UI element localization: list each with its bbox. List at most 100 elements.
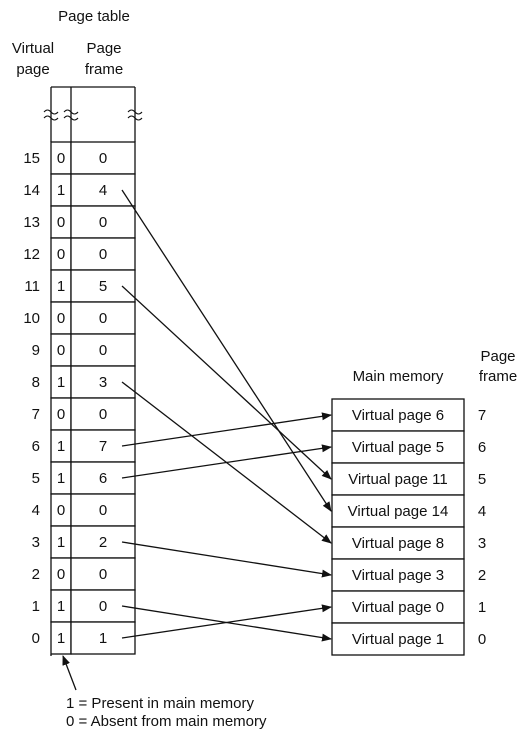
page-frame-header-line2: frame — [85, 61, 123, 78]
mapping-arrow — [121, 285, 332, 480]
present-bit-value: 1 — [57, 598, 65, 615]
page-table-title: Page table — [58, 8, 130, 25]
virtual-page-number: 11 — [24, 278, 40, 295]
mapping-arrow — [121, 604, 332, 639]
mapping-arrow — [121, 412, 332, 447]
page-frame-cell — [70, 365, 136, 399]
virtual-page-number: 5 — [32, 470, 40, 487]
page-frame-value: 6 — [99, 470, 107, 487]
present-bit-value: 1 — [57, 374, 65, 391]
present-bit-value: 0 — [57, 310, 65, 327]
virtual-page-number: 0 — [32, 630, 40, 647]
present-bit-value: 1 — [57, 278, 65, 295]
legend-absent: 0 = Absent from main memory — [66, 713, 267, 730]
page-frame-value: 3 — [99, 374, 107, 391]
virtual-page-number: 10 — [23, 310, 40, 327]
mapping-arrow — [121, 189, 332, 512]
memory-frame-label: Virtual page 5 — [352, 439, 444, 456]
virtual-page-number: 3 — [32, 534, 40, 551]
page-frame-value: 5 — [99, 278, 107, 295]
memory-frame-number: 7 — [478, 407, 486, 424]
legend-present: 1 = Present in main memory — [66, 695, 254, 712]
memory-frame-label: Virtual page 8 — [352, 535, 444, 552]
memory-frame-number: 4 — [478, 503, 486, 520]
mapping-arrow — [121, 444, 332, 479]
break-mark-icon — [127, 109, 143, 121]
page-frame-cell — [70, 333, 136, 367]
memory-frame-box — [331, 526, 465, 560]
present-bit-value: 0 — [57, 502, 65, 519]
present-bit-value: 0 — [57, 342, 65, 359]
main-memory-title: Main memory — [353, 368, 444, 385]
memory-frame-box — [331, 558, 465, 592]
page-frame-header-line1: Page — [86, 40, 121, 57]
memory-frame-label: Virtual page 11 — [348, 471, 448, 488]
memory-frame: Virtual page 5 6 — [331, 430, 486, 464]
page-frame-cell — [70, 237, 136, 271]
memory-frame-number: 2 — [478, 567, 486, 584]
virtual-page-number: 1 — [32, 598, 40, 615]
page-frame-value: 0 — [99, 214, 107, 231]
virtual-page-number: 12 — [23, 246, 40, 263]
virtual-page-number: 6 — [32, 438, 40, 455]
present-bit-value: 1 — [57, 470, 65, 487]
mm-page-frame-header-line1: Page — [480, 348, 515, 365]
memory-frame-number: 1 — [478, 599, 486, 616]
memory-frame: Virtual page 6 7 — [331, 398, 486, 432]
page-frame-value: 1 — [99, 630, 107, 647]
memory-frame-box — [331, 622, 465, 656]
memory-frame-number: 6 — [478, 439, 486, 456]
page-frame-value: 7 — [99, 438, 107, 455]
present-bit-value: 1 — [57, 534, 65, 551]
memory-frame-label: Virtual page 3 — [352, 567, 444, 584]
virtual-page-header-line2: page — [16, 61, 49, 78]
memory-frame: Virtual page 11 5 — [331, 462, 486, 496]
memory-frame-number: 0 — [478, 631, 486, 648]
page-table-break-region — [43, 86, 143, 142]
mapping-arrows — [121, 189, 332, 642]
page-frame-cell — [70, 397, 136, 431]
break-mark-icon — [63, 109, 79, 121]
break-mark-icon — [43, 109, 59, 121]
present-bit-value: 0 — [57, 566, 65, 583]
page-frame-value: 0 — [99, 566, 107, 583]
memory-frame-label: Virtual page 6 — [352, 407, 444, 424]
page-frame-value: 0 — [99, 598, 107, 615]
mapping-arrow — [121, 541, 332, 578]
virtual-page-number: 13 — [23, 214, 40, 231]
virtual-page-number: 7 — [32, 406, 40, 423]
page-table-row: 13 0 0 — [23, 205, 136, 239]
virtual-page-number: 8 — [32, 374, 40, 391]
page-frame-cell — [70, 141, 136, 175]
memory-frame-box — [331, 462, 465, 496]
virtual-page-number: 9 — [32, 342, 40, 359]
present-bit-value: 0 — [57, 214, 65, 231]
memory-frame-number: 5 — [478, 471, 486, 488]
legend-pointer-arrow — [62, 655, 77, 691]
virtual-page-header-line1: Virtual — [12, 40, 54, 57]
memory-frame-box — [331, 494, 465, 528]
page-frame-value: 0 — [99, 310, 107, 327]
page-frame-value: 2 — [99, 534, 107, 551]
present-bit-value: 1 — [57, 182, 65, 199]
present-bit-value: 0 — [57, 406, 65, 423]
present-bit-value: 0 — [57, 246, 65, 263]
